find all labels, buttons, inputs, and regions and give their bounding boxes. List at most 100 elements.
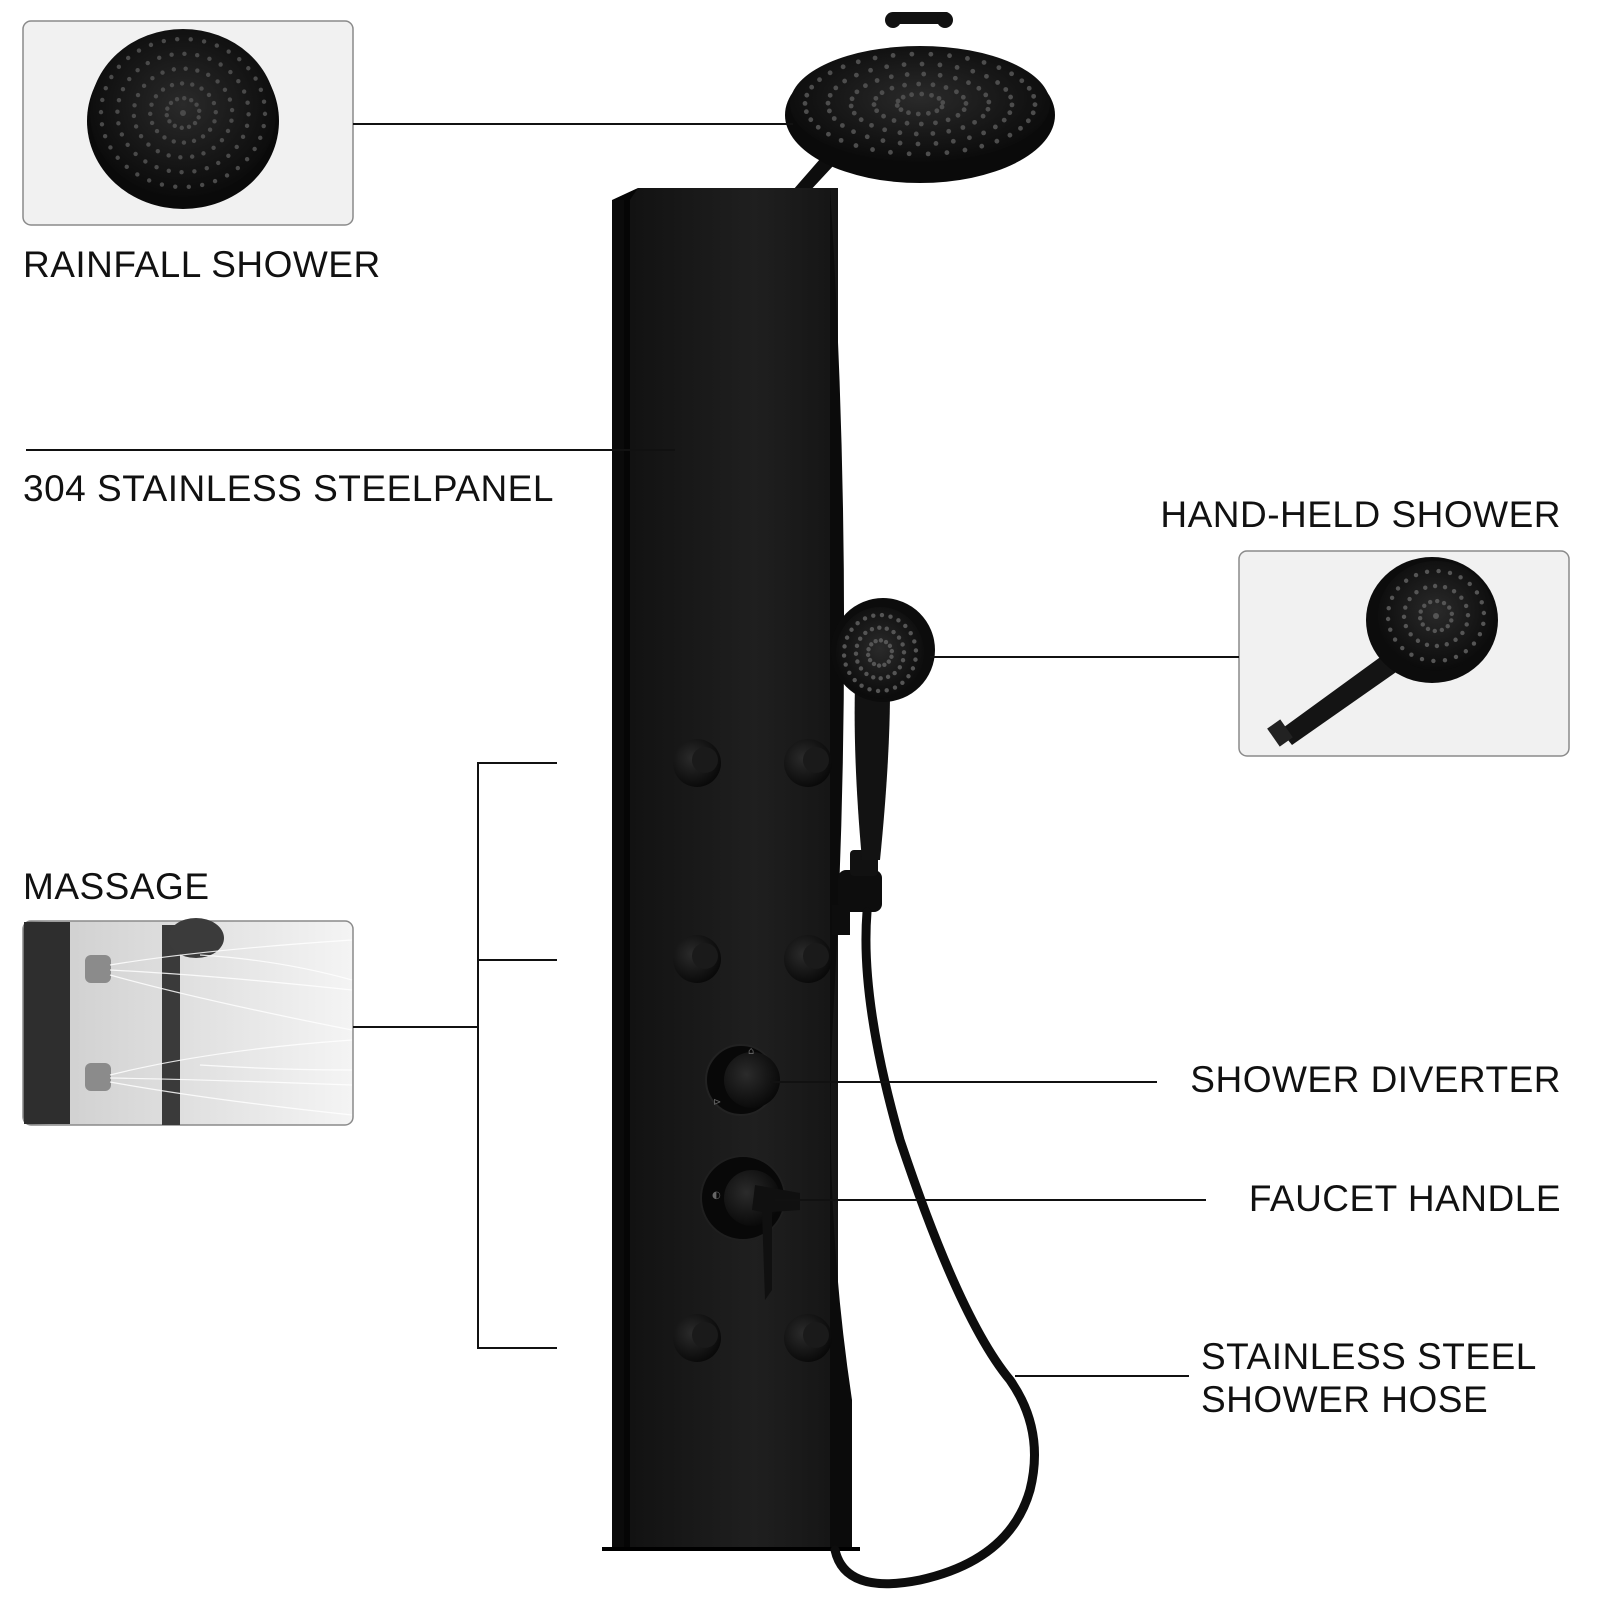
nozzle-dot bbox=[981, 130, 987, 136]
nozzle-dot bbox=[218, 62, 223, 67]
nozzle-dot bbox=[913, 657, 918, 662]
nozzle-dot bbox=[887, 643, 893, 649]
nozzle-dot bbox=[229, 107, 235, 113]
nozzle-dot bbox=[115, 109, 120, 114]
nozzle-dot bbox=[825, 100, 831, 106]
nozzle-dot bbox=[944, 150, 950, 156]
nozzle-dot bbox=[262, 111, 268, 117]
label-hose-line2: SHOWER HOSE bbox=[1201, 1379, 1489, 1420]
nozzle-dot bbox=[1467, 581, 1472, 587]
nozzle-dot bbox=[102, 133, 108, 139]
nozzle-dot bbox=[127, 76, 132, 82]
nozzle-dot bbox=[906, 151, 912, 157]
nozzle-dot bbox=[913, 648, 919, 653]
nozzle-dot bbox=[869, 642, 874, 647]
nozzle-dot bbox=[246, 112, 251, 117]
nozzle-dot bbox=[892, 685, 898, 690]
nozzle-dot bbox=[183, 66, 188, 71]
nozzle-dot bbox=[116, 64, 122, 70]
nozzle-dot bbox=[878, 676, 883, 681]
nozzle-dot bbox=[866, 647, 871, 652]
nozzle-dot bbox=[219, 137, 225, 143]
nozzle-dot bbox=[976, 85, 982, 91]
nozzle-dot bbox=[160, 70, 165, 75]
nozzle-dot bbox=[154, 164, 159, 170]
rainfall-shower-inset bbox=[22, 20, 354, 226]
nozzle-dot bbox=[871, 102, 877, 107]
nozzle-dot bbox=[194, 102, 199, 107]
nozzle-dot bbox=[869, 626, 875, 632]
hand-held-shower-head bbox=[831, 598, 935, 702]
nozzle-dot bbox=[261, 123, 266, 129]
nozzle-dot bbox=[853, 143, 859, 148]
nozzle-dot bbox=[981, 60, 987, 65]
nozzle-dot bbox=[1415, 638, 1421, 643]
nozzle-dot bbox=[1481, 621, 1486, 627]
nozzle-dot bbox=[986, 99, 992, 105]
nozzle-dot bbox=[925, 151, 931, 157]
nozzle-dot bbox=[918, 121, 924, 127]
nozzle-dot bbox=[226, 49, 231, 54]
nozzle-dot bbox=[150, 76, 155, 81]
nozzle-dot bbox=[174, 97, 180, 102]
nozzle-dot bbox=[146, 142, 151, 147]
nozzle-dot bbox=[983, 92, 989, 98]
nozzle-dot bbox=[960, 125, 966, 130]
label-hose-line1: STAINLESS STEEL bbox=[1201, 1336, 1537, 1377]
nozzle-dot bbox=[169, 52, 174, 57]
nozzle-dot bbox=[1464, 622, 1469, 627]
nozzle-dot bbox=[870, 147, 875, 152]
nozzle-dot bbox=[873, 95, 879, 101]
nozzle-dot bbox=[195, 53, 200, 58]
leader-lines bbox=[26, 123, 1239, 1377]
nozzle-dot bbox=[1424, 569, 1430, 574]
nozzle-dot bbox=[207, 127, 213, 132]
nozzle-dot bbox=[1479, 600, 1484, 605]
nozzle-dot bbox=[1423, 585, 1428, 590]
nozzle-dot bbox=[1465, 612, 1471, 618]
nozzle-dot bbox=[1386, 605, 1391, 611]
rainfall-head-nozzles bbox=[802, 51, 1038, 157]
nozzle-dot bbox=[1003, 87, 1009, 92]
nozzle-dot bbox=[1442, 585, 1448, 590]
nozzle-dot bbox=[169, 82, 175, 88]
nozzle-dot bbox=[216, 160, 221, 166]
nozzle-dot bbox=[947, 53, 952, 59]
nozzle-dot bbox=[1442, 658, 1448, 663]
nozzle-dot bbox=[103, 85, 108, 91]
rainfall-shower-head bbox=[785, 12, 1055, 183]
nozzle-dot bbox=[936, 95, 942, 101]
nozzle-dot bbox=[994, 138, 1000, 144]
nozzle-dot bbox=[166, 153, 171, 158]
nozzle-dot bbox=[915, 111, 921, 117]
nozzle-dot bbox=[186, 184, 192, 190]
nozzle-dot bbox=[906, 674, 911, 679]
nozzle-dot bbox=[135, 172, 140, 177]
nozzle-dot bbox=[838, 137, 844, 143]
nozzle-dot bbox=[884, 626, 889, 631]
nozzle-dot bbox=[161, 38, 167, 44]
nozzle-dot bbox=[826, 108, 832, 114]
nozzle-dot bbox=[840, 123, 845, 128]
nozzle-dot bbox=[1441, 600, 1447, 606]
nozzle-dot bbox=[236, 78, 241, 84]
svg-text:⊳: ⊳ bbox=[713, 1097, 721, 1108]
nozzle-dot bbox=[167, 119, 172, 124]
nozzle-dot bbox=[1474, 590, 1480, 595]
nozzle-dot bbox=[960, 94, 966, 100]
nozzle-dot bbox=[258, 87, 264, 93]
nozzle-dot bbox=[1463, 649, 1469, 654]
nozzle-dot bbox=[882, 127, 888, 133]
nozzle-dot bbox=[1403, 605, 1408, 610]
nozzle-dot bbox=[979, 143, 985, 149]
nozzle-dot bbox=[224, 173, 230, 178]
nozzle-dot bbox=[841, 653, 847, 658]
massage-water-spray bbox=[109, 939, 353, 1116]
nozzle-dot bbox=[867, 657, 873, 663]
nozzle-dot bbox=[937, 72, 943, 78]
nozzle-dot bbox=[165, 106, 170, 111]
nozzle-dot bbox=[204, 165, 209, 171]
nozzle-dot bbox=[211, 100, 217, 106]
nozzle-dot bbox=[809, 84, 815, 90]
nozzle-dot bbox=[897, 140, 903, 146]
